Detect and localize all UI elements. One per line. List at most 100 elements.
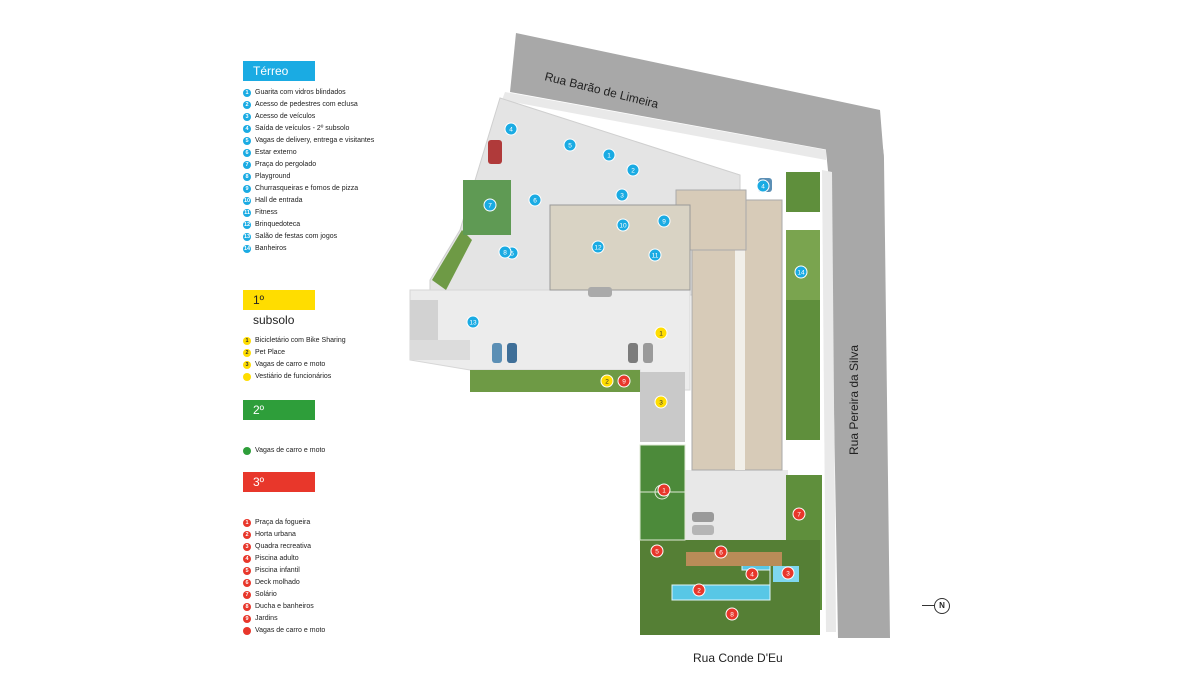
legend-item: Vagas de carro e moto	[243, 625, 325, 637]
legend-item: 4 Piscina adulto	[243, 553, 325, 565]
legend-marker-icon: 1	[243, 337, 251, 345]
legend-marker-icon: 3	[243, 361, 251, 369]
legend-item-label: Piscina infantil	[255, 567, 300, 574]
map-marker-label: 9	[622, 379, 626, 386]
legend-item-label: Praça da fogueira	[255, 519, 311, 526]
legend-item-label: Vagas de carro e moto	[255, 447, 326, 454]
map-marker-icon	[615, 188, 629, 202]
legend-item: Vestiário de funcionários	[243, 371, 346, 383]
car	[507, 343, 517, 363]
map-marker-label: 11	[652, 253, 659, 260]
legend-item-label: Vagas de delivery, entrega e visitantes	[255, 137, 375, 144]
garden-left-strip	[432, 230, 472, 290]
map-marker-icon	[616, 218, 630, 232]
map-marker-label: 4	[509, 127, 513, 134]
map-marker-icon	[466, 315, 480, 329]
map-marker-icon	[591, 240, 605, 254]
north-arrow-icon: N	[934, 598, 950, 614]
legend-list-terreo: 1 Guarita com vidros blindados 2 Acesso de …	[243, 87, 374, 255]
legend-marker-icon: 9	[243, 615, 251, 623]
legend-marker-icon: 2	[243, 531, 251, 539]
map-marker-icon	[725, 607, 739, 621]
garage-ramp-lower	[410, 340, 470, 360]
legend-item-label: Guarita com vidros blindados	[255, 89, 346, 96]
garden-bottom-left	[470, 370, 640, 392]
map-marker-label: 4	[750, 572, 754, 579]
car	[692, 525, 714, 535]
legend-marker-icon: 13	[243, 233, 251, 241]
legend-marker-icon: 3	[243, 113, 251, 121]
map-marker-icon	[756, 179, 770, 193]
legend-item: Vagas de carro e moto	[243, 445, 325, 457]
legend-marker-icon	[243, 447, 251, 455]
legend-item-label: Deck molhado	[255, 579, 300, 586]
deck	[686, 552, 782, 566]
legend-item-label: Piscina adulto	[255, 555, 299, 562]
map-marker-icon	[745, 567, 759, 581]
legend-item: 6 Deck molhado	[243, 577, 325, 589]
sidewalk-right	[822, 170, 836, 632]
map-marker-label: 5	[655, 549, 659, 556]
legend-marker-icon: 1	[243, 519, 251, 527]
map-marker-label: 8	[503, 250, 507, 257]
legend-marker-icon: 4	[243, 555, 251, 563]
map-marker-label: 14	[797, 270, 805, 277]
map-marker-icon	[483, 198, 497, 212]
car	[692, 512, 714, 522]
legend-item-label: Horta urbana	[255, 531, 296, 538]
tower-corridor	[735, 200, 745, 470]
legend-marker-icon	[243, 373, 251, 381]
map-marker-label: 7	[488, 203, 492, 210]
map-marker-icon	[528, 193, 542, 207]
map-marker-label: 4	[761, 184, 765, 191]
map-marker-icon	[781, 566, 795, 580]
legend-marker-icon: 2	[243, 101, 251, 109]
legend-marker-icon: 12	[243, 221, 251, 229]
map-marker-label: 13	[469, 320, 477, 327]
map-marker-label: 5	[510, 251, 514, 258]
legend-marker-icon: 6	[243, 579, 251, 587]
legend-marker-icon: 1	[243, 89, 251, 97]
legend-marker-icon: 14	[243, 245, 251, 253]
car	[488, 140, 502, 164]
legend-item-label: Praça do pergolado	[255, 161, 317, 168]
legend-header-subsolo1: 1º subsolo	[243, 290, 315, 327]
map-marker-label: 3	[659, 400, 663, 407]
legend-marker-icon: 4	[243, 125, 251, 133]
map-marker-icon	[794, 265, 808, 279]
map-marker-label: 10	[619, 223, 627, 230]
legend-item-label: Quadra recreativa	[255, 543, 312, 550]
map-marker-icon	[648, 248, 662, 262]
car	[643, 343, 653, 363]
map-marker-icon	[626, 163, 640, 177]
street-label-bottom: Rua Conde D'Eu	[693, 651, 783, 665]
legend-item-label: Estar externo	[255, 149, 297, 156]
legend-item-label: Acesso de pedestres com eclusa	[255, 101, 358, 108]
north-arrow-line	[922, 605, 936, 606]
map-marker-label: 2	[697, 588, 701, 595]
legend-item-label: Fitness	[255, 209, 278, 216]
street-label-right: Rua Pereira da Silva	[847, 345, 861, 455]
